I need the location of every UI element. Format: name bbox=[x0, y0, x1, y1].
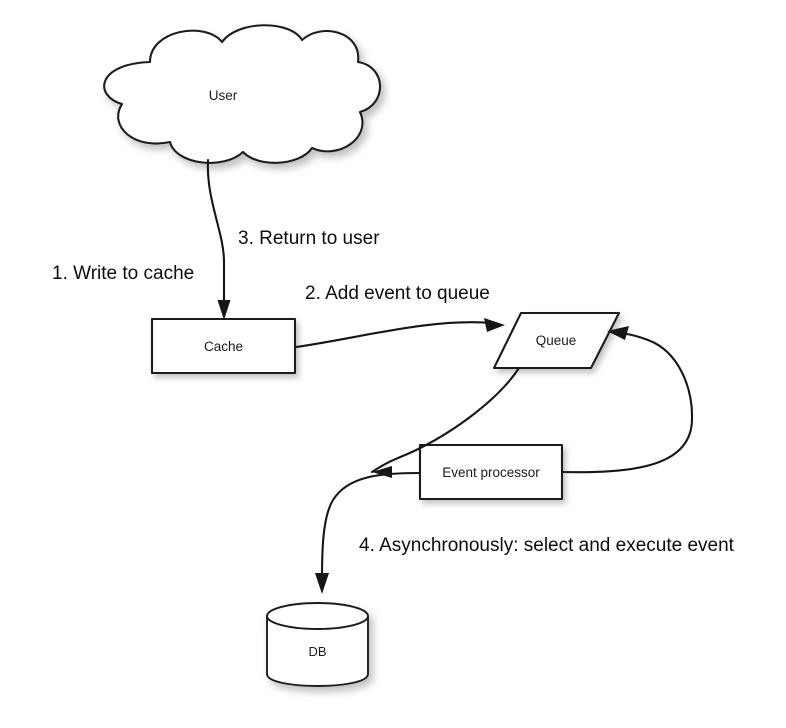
step-label-3: 3. Return to user bbox=[238, 228, 380, 249]
step-label-4: 4. Asynchronously: select and execute ev… bbox=[359, 535, 735, 556]
edge-user-to-cache[interactable] bbox=[206, 158, 231, 320]
edge-cache-to-queue-arrowhead bbox=[484, 318, 505, 332]
node-queue[interactable]: Queue bbox=[492, 311, 621, 370]
node-queue-label: Queue bbox=[536, 333, 577, 348]
edge-cache-to-queue-line bbox=[294, 321, 494, 349]
edge-user-to-cache-arrowhead bbox=[217, 300, 231, 320]
db-top-shape bbox=[266, 602, 369, 630]
edge-event-processor-to-queue-line bbox=[560, 331, 694, 474]
edge-event-processor-to-db[interactable] bbox=[315, 471, 422, 594]
node-user[interactable]: User bbox=[103, 24, 382, 164]
edge-user-to-cache-line bbox=[206, 158, 226, 310]
edge-event-processor-to-db-arrowhead bbox=[315, 573, 329, 594]
edge-event-processor-to-db-line bbox=[320, 471, 422, 582]
node-cache[interactable]: Cache bbox=[150, 317, 297, 375]
edge-queue-to-event-processor-line bbox=[370, 366, 521, 474]
edge-event-processor-to-queue[interactable] bbox=[560, 326, 694, 474]
node-event-processor-label: Event processor bbox=[442, 465, 540, 480]
node-event-processor[interactable]: Event processor bbox=[418, 443, 564, 501]
cache-shape bbox=[150, 317, 297, 375]
edge-cache-to-queue[interactable] bbox=[294, 318, 505, 349]
node-cache-label: Cache bbox=[204, 339, 243, 354]
node-user-label: User bbox=[209, 88, 238, 103]
edge-event-processor-to-queue-arrowhead bbox=[607, 326, 629, 340]
step-label-2: 2. Add event to queue bbox=[305, 283, 490, 304]
db-body-shape bbox=[266, 616, 369, 687]
queue-shape bbox=[492, 311, 621, 370]
node-db[interactable]: DB bbox=[266, 602, 369, 687]
node-db-label: DB bbox=[308, 644, 326, 659]
step-label-1: 1. Write to cache bbox=[52, 263, 194, 284]
cloud-shape bbox=[103, 24, 382, 164]
